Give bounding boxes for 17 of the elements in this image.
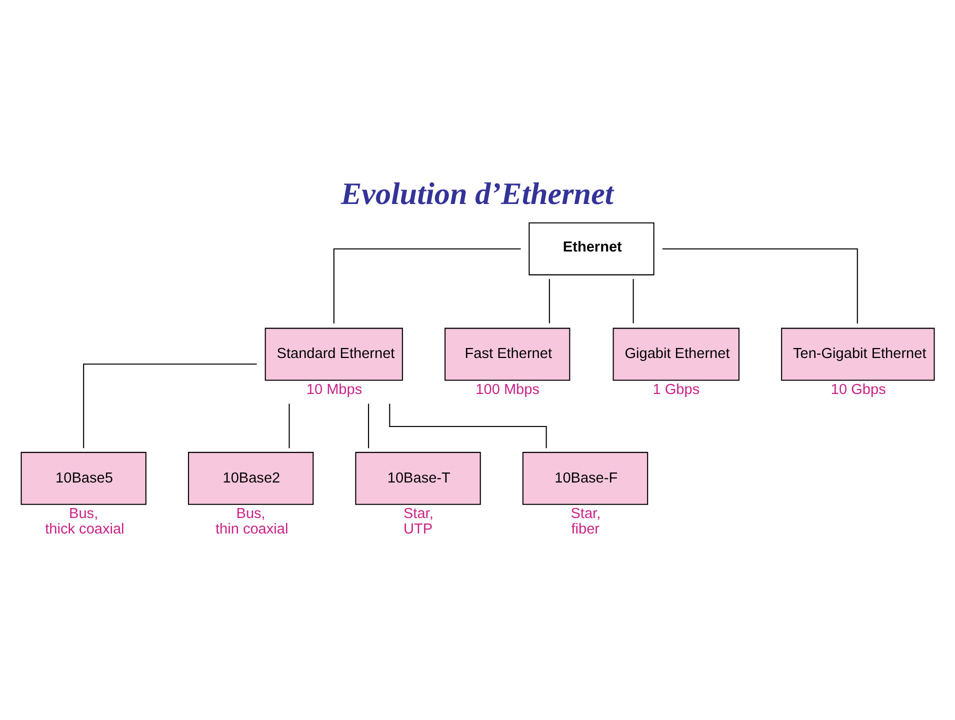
node-label: Bus, thin coaxial <box>215 506 288 538</box>
connector <box>333 248 521 324</box>
connector <box>368 404 370 448</box>
connector <box>83 364 257 448</box>
node-label: 100 Mbps <box>476 382 540 398</box>
node-label: Bus, thick coaxial <box>45 506 124 538</box>
connector <box>662 248 858 324</box>
connector <box>632 279 634 324</box>
connector <box>288 404 290 448</box>
diagram-title: Evolution d’Ethernet <box>340 176 614 212</box>
node-label: 1 Gbps <box>652 382 700 398</box>
node-label: Star, UTP <box>403 506 434 538</box>
node-label: 10 Gbps <box>830 382 886 398</box>
connector <box>389 404 547 448</box>
node-label: Star, fiber <box>570 506 601 538</box>
connector <box>548 279 550 324</box>
node-label: 10 Mbps <box>306 382 362 398</box>
